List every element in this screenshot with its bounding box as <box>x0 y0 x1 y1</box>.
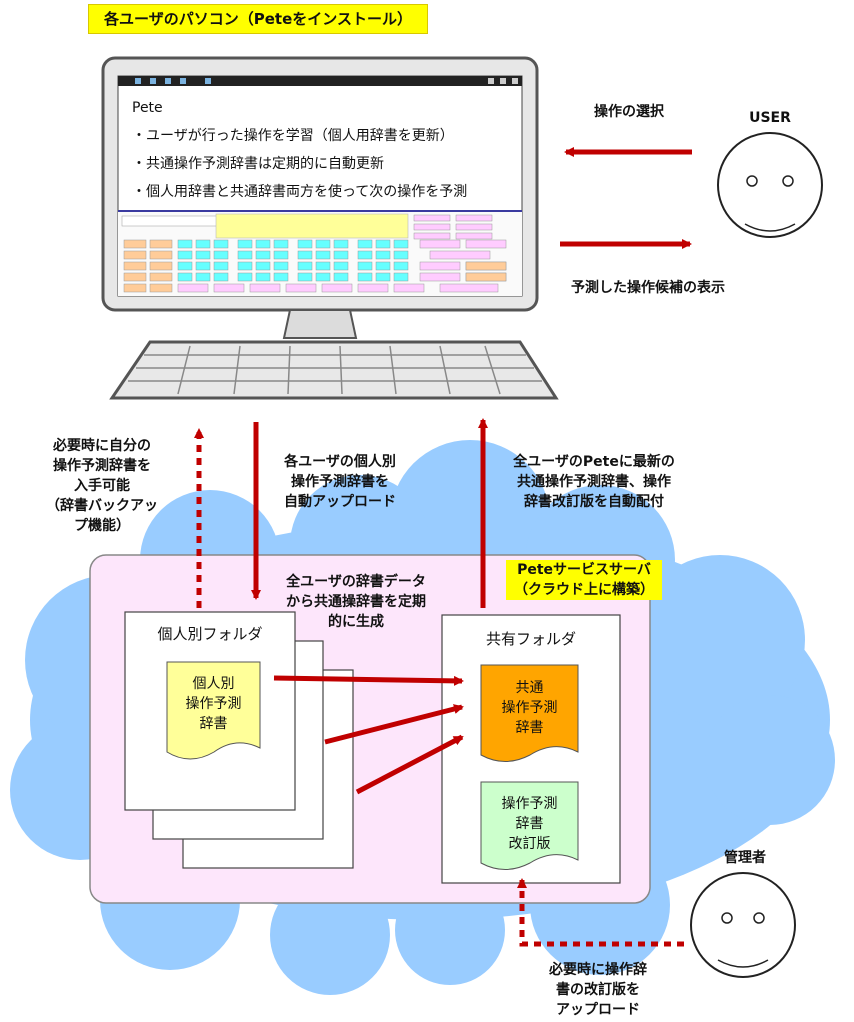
merge-arrow-2 <box>324 704 464 745</box>
shared-folder-title: 共有フォルダ <box>485 630 576 648</box>
generate-label-line: から共通操辞書を定期 <box>286 594 426 610</box>
screen-bullet: ・共通操作予測辞書は定期的に自動更新 <box>132 156 384 172</box>
display-candidates-label: 予測した操作候補の表示 <box>571 280 725 296</box>
upload-label-line: 各ユーザの個人別 <box>284 454 396 470</box>
download-label-line: 必要時に自分の <box>53 438 151 454</box>
revised-doc-line: 改訂版 <box>508 836 551 852</box>
personal-doc-line: 個人別 <box>192 676 235 692</box>
upload-label: 各ユーザの個人別 操作予測辞書を 自動アップロード <box>266 452 414 512</box>
screen-bullet: ・個人用辞書と共通辞書両方を使って次の操作を予測 <box>132 184 468 200</box>
server-label: Peteサービスサーバ （クラウド上に構築） <box>506 560 662 600</box>
generate-label-line: 全ユーザの辞書データ <box>286 574 426 590</box>
distribute-label: 全ユーザのPeteに最新の 共通操作予測辞書、操作 辞書改訂版を自動配付 <box>492 452 696 512</box>
merge-arrow-3 <box>355 734 464 795</box>
upload-label-line: 操作予測辞書を <box>291 474 389 490</box>
personal-doc-line: 操作予測 <box>185 696 242 712</box>
admin-upload-line: アップロード <box>556 1002 640 1018</box>
common-doc-line: 辞書 <box>515 720 544 736</box>
revised-dictionary-label: 操作予測 辞書 改訂版 <box>481 794 578 854</box>
revised-dictionary-doc <box>480 781 579 870</box>
generate-label-line: 的に生成 <box>328 614 384 630</box>
computer-illustration <box>101 56 559 400</box>
server-label-line: Peteサービスサーバ <box>517 562 651 578</box>
user-name: USER <box>749 110 791 126</box>
admin-name: 管理者 <box>724 850 766 866</box>
download-label-line: 操作予測辞書を <box>53 458 151 474</box>
admin-upload-arrow <box>517 878 684 947</box>
admin-upload-label: 必要時に操作辞 書の改訂版を アップロード <box>518 960 678 1020</box>
common-doc-line: 操作予測 <box>501 700 558 716</box>
personal-dictionary-label: 個人別 操作予測 辞書 <box>167 674 260 734</box>
personal-folder-title: 個人別フォルダ <box>157 625 263 643</box>
distribute-label-line: 全ユーザのPeteに最新の <box>513 454 675 470</box>
page-title: 各ユーザのパソコン（Peteをインストール） <box>88 4 428 34</box>
screen-content: Pete ・ユーザが行った操作を学習（個人用辞書を更新） ・共通操作予測辞書は定… <box>132 94 518 206</box>
upload-label-line: 自動アップロード <box>284 494 396 510</box>
distribute-label-line: 辞書改訂版を自動配付 <box>524 494 664 510</box>
select-operation-label: 操作の選択 <box>594 104 664 120</box>
generate-label: 全ユーザの辞書データ から共通操辞書を定期 的に生成 <box>268 572 444 632</box>
revised-doc-line: 操作予測 <box>501 796 558 812</box>
revised-doc-line: 辞書 <box>515 816 544 832</box>
admin-face-icon <box>690 872 796 978</box>
common-dictionary-label: 共通 操作予測 辞書 <box>481 678 578 738</box>
download-label-line: プ機能） <box>74 518 130 534</box>
common-doc-line: 共通 <box>515 680 544 696</box>
personal-doc-line: 辞書 <box>199 716 228 732</box>
personal-dictionary-doc <box>166 661 261 760</box>
download-label-line: 入手可能 <box>74 478 130 494</box>
download-label: 必要時に自分の 操作予測辞書を 入手可能 （辞書バックアッ プ機能） <box>22 436 182 536</box>
screen-bullet: ・ユーザが行った操作を学習（個人用辞書を更新） <box>132 128 454 144</box>
common-dictionary-doc <box>480 664 579 762</box>
merge-arrow-1 <box>273 675 464 686</box>
admin-upload-line: 必要時に操作辞 <box>549 962 647 978</box>
user-face-icon <box>717 132 823 238</box>
server-label-line: （クラウド上に構築） <box>514 582 654 598</box>
admin-upload-line: 書の改訂版を <box>556 982 640 998</box>
download-label-line: （辞書バックアッ <box>46 498 158 514</box>
distribute-label-line: 共通操作予測辞書、操作 <box>517 474 671 490</box>
screen-app-name: Pete <box>132 100 163 116</box>
